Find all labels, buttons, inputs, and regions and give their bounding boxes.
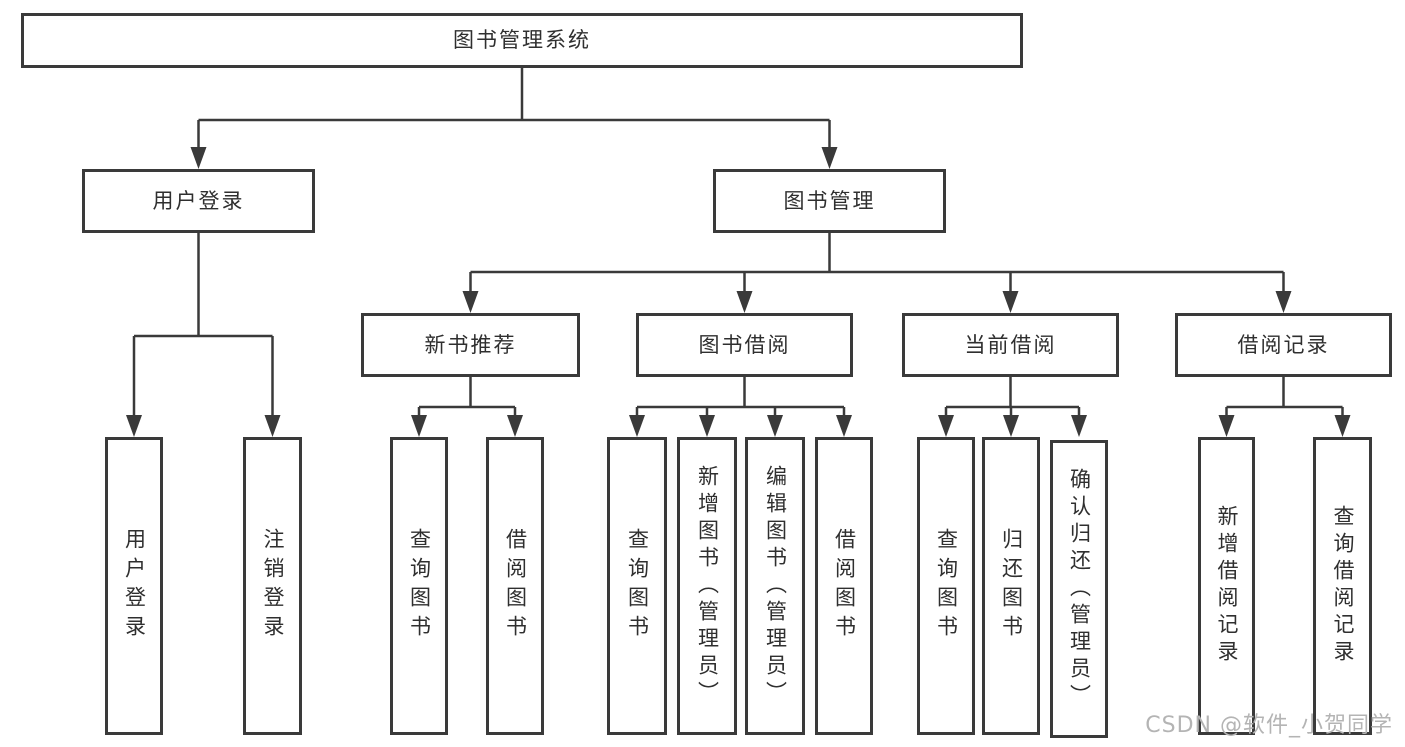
leaf-confirm-return-admin: 确认归还（管理员） xyxy=(1050,440,1108,738)
node-book-management: 图书管理 xyxy=(713,169,946,233)
leaf-user-login: 用户登录 xyxy=(105,437,163,735)
leaf-logout: 注销登录 xyxy=(243,437,302,735)
leaf-edit-books-admin: 编辑图书（管理员） xyxy=(745,437,805,735)
leaf-add-books-admin: 新增图书（管理员） xyxy=(677,437,737,735)
leaf-query-books-recommend: 查询图书 xyxy=(390,437,448,735)
leaf-borrow-books-recommend: 借阅图书 xyxy=(486,437,544,735)
node-book-borrow: 图书借阅 xyxy=(636,313,853,377)
leaf-query-books-current: 查询图书 xyxy=(917,437,975,735)
node-current-borrow: 当前借阅 xyxy=(902,313,1119,377)
leaf-query-books-borrow: 查询图书 xyxy=(607,437,667,735)
node-borrow-records: 借阅记录 xyxy=(1175,313,1392,377)
arrowheads xyxy=(126,147,1351,437)
node-user-login: 用户登录 xyxy=(82,169,315,233)
csdn-watermark: CSDN @软件_小贺同学 xyxy=(1145,713,1393,738)
leaf-add-borrow-record: 新增借阅记录 xyxy=(1198,437,1255,735)
node-library-management-system: 图书管理系统 xyxy=(21,13,1023,68)
leaf-return-books: 归还图书 xyxy=(982,437,1040,735)
connector-strokes xyxy=(132,68,1344,418)
node-new-book-recommend: 新书推荐 xyxy=(361,313,580,377)
leaf-query-borrow-record: 查询借阅记录 xyxy=(1313,437,1372,735)
leaf-borrow-books: 借阅图书 xyxy=(815,437,873,735)
